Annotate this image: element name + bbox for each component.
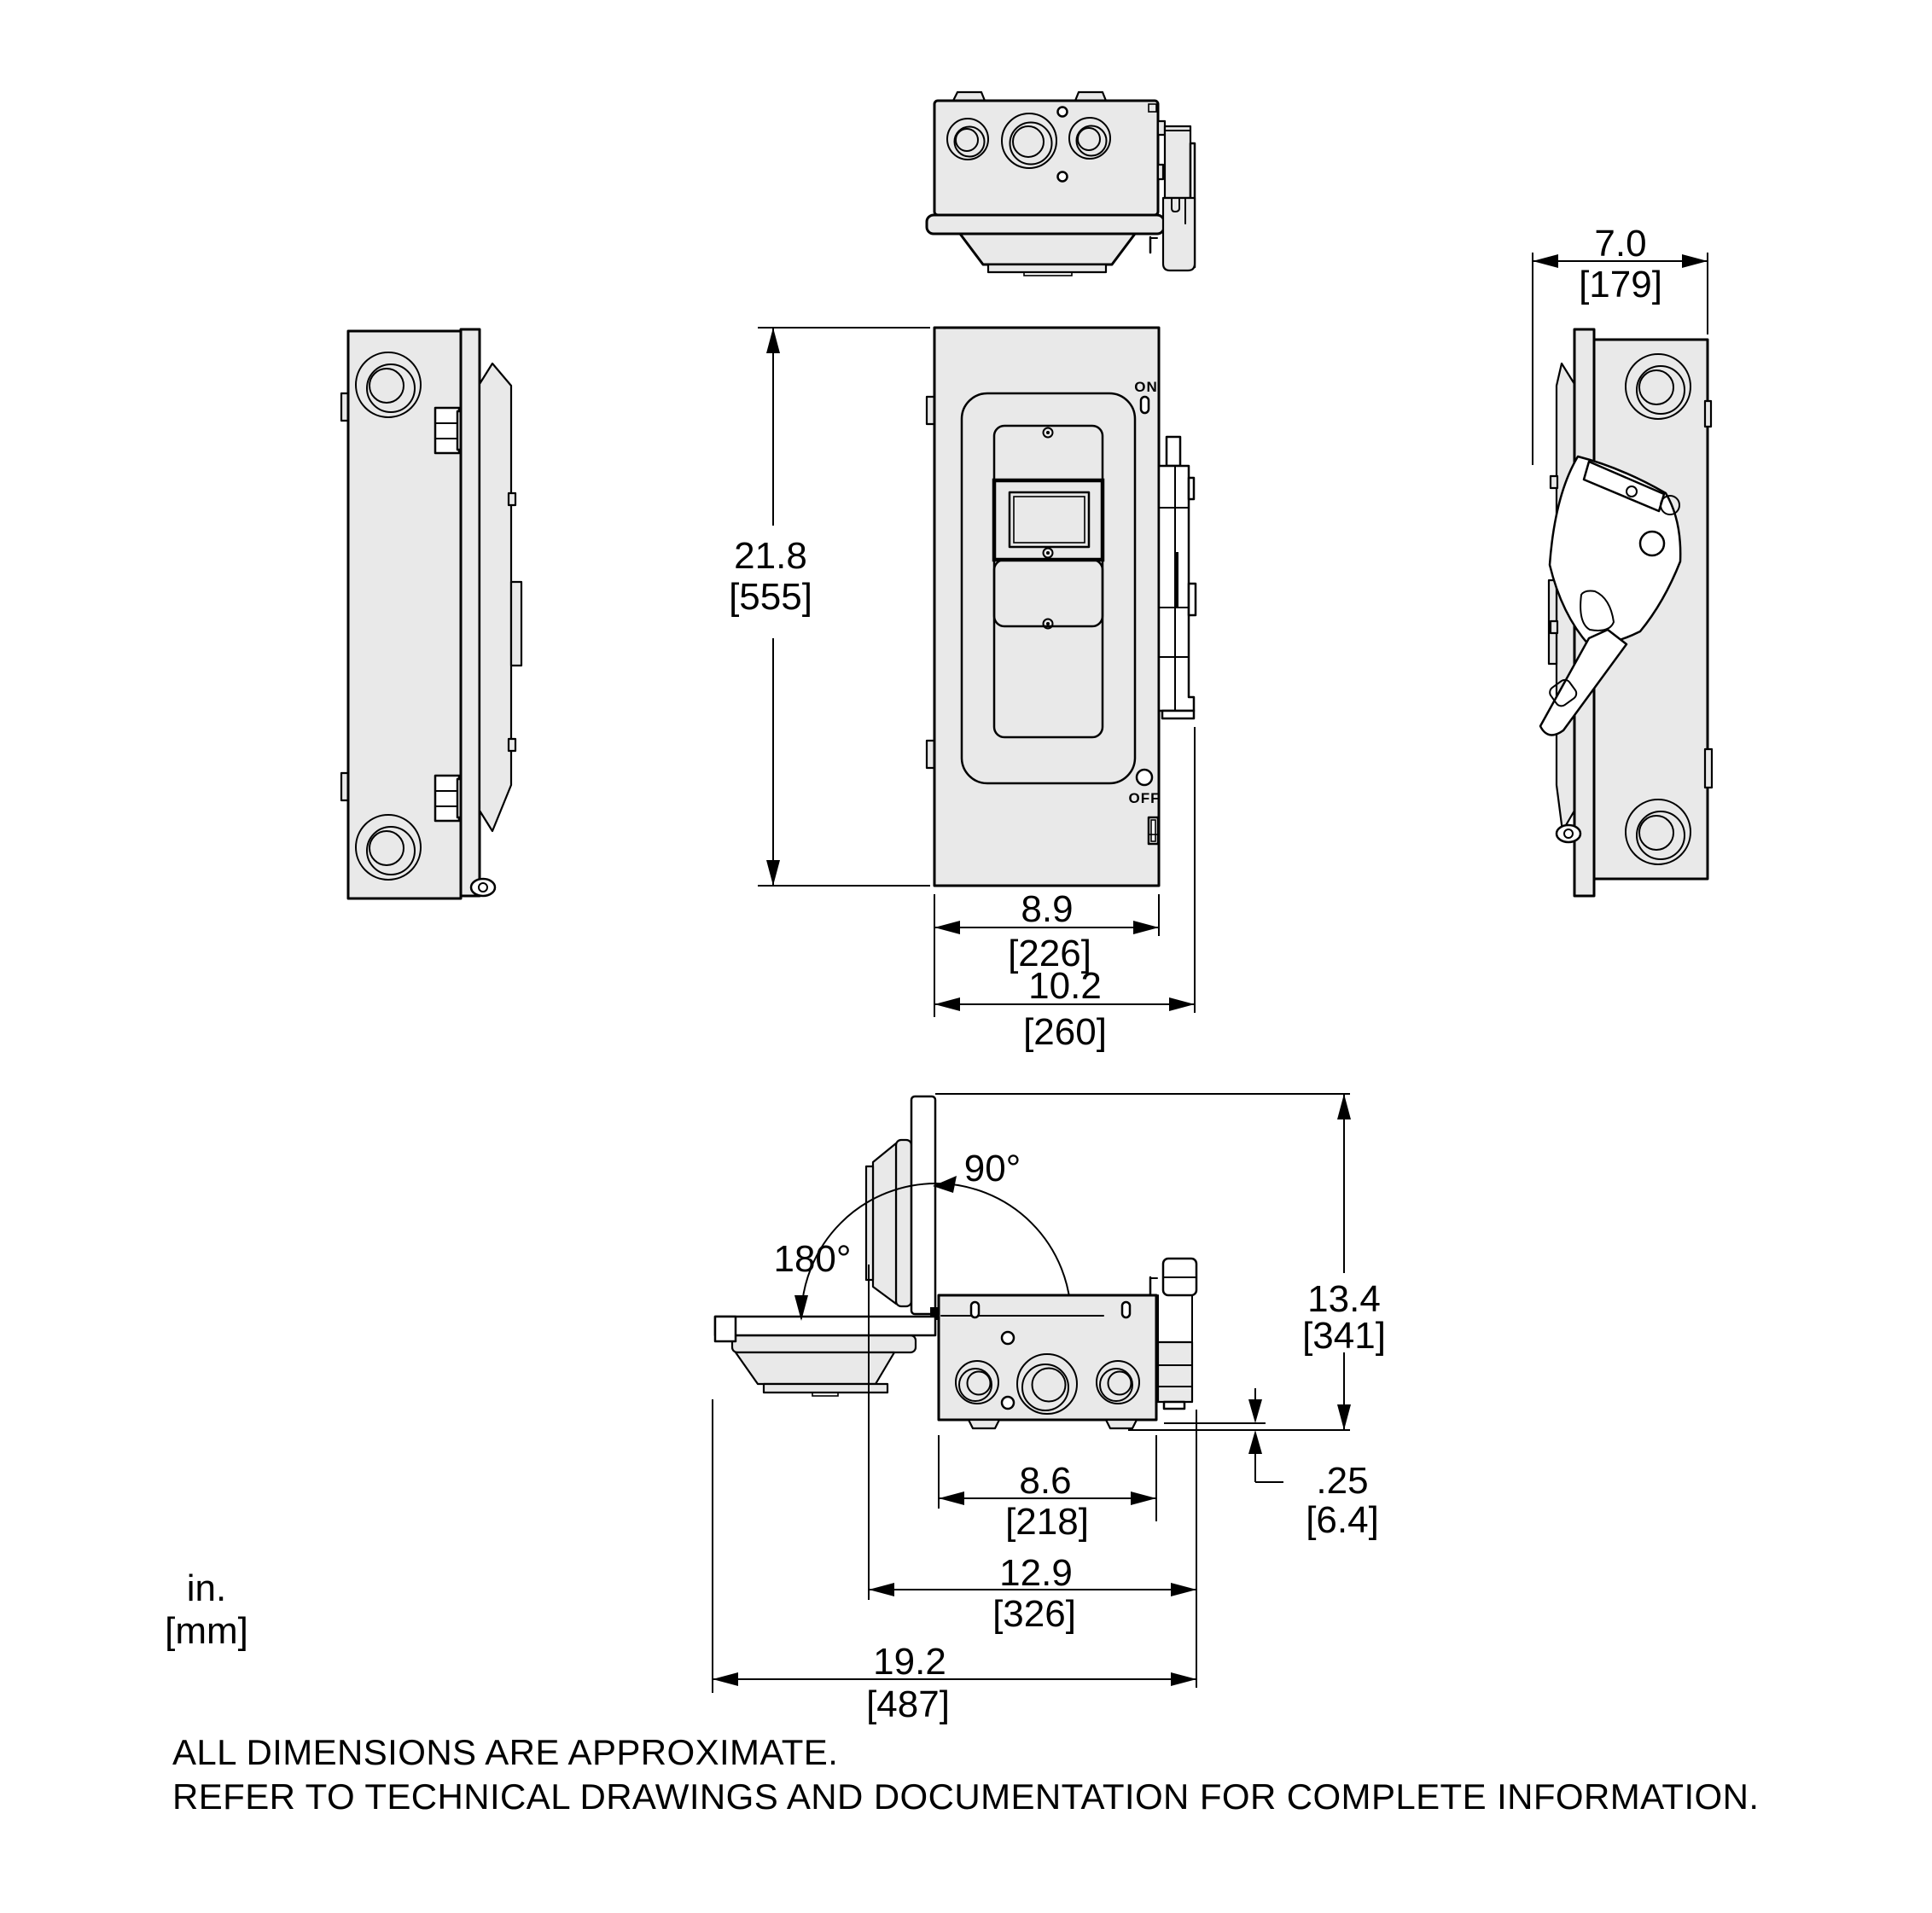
dim-standoff-in: .25 — [1316, 1460, 1368, 1502]
door180-flange — [730, 1334, 917, 1354]
dim-base-width-mm: [218] — [1005, 1501, 1089, 1543]
front-view-handle-bracket — [1157, 435, 1197, 720]
units-secondary: [mm] — [165, 1610, 248, 1652]
units-legend: in. [mm] — [165, 1567, 248, 1652]
left-view-screw-bump — [507, 491, 517, 507]
dim-base-width: 8.6 [218] — [938, 1435, 1157, 1543]
front-view-window — [1013, 496, 1085, 544]
handle-shaft-bar — [1174, 552, 1178, 608]
dim-height: 21.8 [555] — [729, 327, 930, 887]
dim-door-open-width: 12.9 [326] — [868, 1265, 1197, 1688]
on-label: ON — [1134, 379, 1158, 395]
dim-door-open-height-in: 13.4 — [1307, 1278, 1381, 1320]
dim-door-open-total-in: 19.2 — [873, 1641, 946, 1683]
front-view: ON OFF — [925, 326, 1197, 887]
dim-depth-total-in: 7.0 — [1594, 223, 1646, 265]
dim-standoff: .25 [6.4] — [1248, 1388, 1379, 1541]
top-view-corner-notch — [1148, 103, 1157, 113]
top-view-flange — [925, 213, 1166, 235]
left-view-door-emboss — [478, 362, 513, 833]
right-view-tab — [1703, 747, 1714, 789]
left-view-door-edge — [459, 328, 481, 898]
mount-foot — [967, 1418, 1001, 1430]
door-open-180 — [713, 1315, 937, 1397]
door180-end-lip — [713, 1315, 737, 1343]
dim-standoff-mm: [6.4] — [1306, 1499, 1379, 1541]
arc-arrow-90 — [933, 1176, 957, 1193]
notes: ALL DIMENSIONS ARE APPROXIMATE. REFER TO… — [172, 1732, 1759, 1817]
dim-depth-total-mm: [179] — [1579, 264, 1662, 305]
mount-foot — [1104, 1418, 1138, 1430]
dim-door-open-height: 13.4 [341] — [935, 1093, 1386, 1430]
dim-width-box-mm: [226] — [1008, 933, 1091, 974]
dim-door-open-total-mm: [487] — [866, 1683, 950, 1725]
note-line-2: REFER TO TECHNICAL DRAWINGS AND DOCUMENT… — [172, 1776, 1759, 1817]
door-open-90 — [864, 1095, 939, 1320]
angle-180-label: 180° — [773, 1238, 851, 1280]
on-indicator-slot — [1139, 395, 1150, 415]
left-side-view — [340, 328, 523, 900]
door90-funnel — [871, 1142, 898, 1305]
right-view-screw-bump — [1549, 474, 1559, 490]
dim-door-open-width-mm: [326] — [992, 1593, 1076, 1635]
angle-90-label: 90° — [964, 1148, 1021, 1189]
front-view-door-outline — [960, 392, 1137, 785]
door90-panel — [910, 1095, 937, 1316]
dim-width-total-in: 10.2 — [1028, 965, 1102, 1007]
bottom-view-body — [937, 1294, 1158, 1430]
door90-flange — [894, 1138, 913, 1308]
door90-foot — [864, 1165, 875, 1282]
top-view-foot — [986, 263, 1108, 274]
top-view-foot-notch — [1023, 271, 1073, 276]
note-line-1: ALL DIMENSIONS ARE APPROXIMATE. — [172, 1732, 838, 1772]
dim-door-open-width-in: 12.9 — [999, 1552, 1073, 1594]
arc-arrow-180 — [794, 1295, 808, 1321]
dim-width-total-mm: [260] — [1023, 1011, 1107, 1053]
right-view-lug — [1555, 823, 1582, 844]
door-hinge — [930, 1307, 939, 1320]
right-side-view: 7.0 [179] — [1532, 223, 1714, 898]
left-view-window-bulge — [509, 580, 523, 667]
dim-height-mm: [555] — [729, 576, 812, 618]
mount-hole — [1056, 106, 1068, 118]
top-view-funnel — [958, 232, 1137, 266]
off-label: OFF — [1129, 790, 1161, 806]
bottom-view-knockouts — [955, 1353, 1140, 1415]
left-view-lug-hole — [478, 882, 488, 893]
bottom-view-handle-bracket — [1149, 1257, 1198, 1410]
front-view-latch — [1147, 816, 1160, 846]
top-view-knockouts — [946, 113, 1111, 169]
left-view-knockouts — [355, 352, 422, 881]
door-swing-arc — [800, 1183, 1072, 1319]
off-indicator-hole — [1135, 768, 1154, 787]
mount-hole — [1056, 171, 1068, 183]
dim-door-open-height-mm: [341] — [1302, 1315, 1386, 1357]
door180-foot-notch — [812, 1392, 839, 1397]
bottom-open-view: 90° 180° — [713, 1095, 1350, 1431]
top-view-handle-mechanism — [1149, 119, 1196, 272]
dim-depth-total: 7.0 [179] — [1532, 223, 1708, 465]
units-primary: in. — [187, 1567, 226, 1609]
dim-width-total: 10.2 [260] — [934, 727, 1196, 1053]
front-view-screws — [1042, 427, 1054, 630]
left-view-lug — [469, 877, 497, 898]
dim-door-open-total: 19.2 [487] — [712, 1399, 1196, 1725]
dim-width-box-in: 8.9 — [1021, 888, 1073, 930]
right-view-handle — [1539, 455, 1682, 736]
front-view-window-outer — [1008, 491, 1091, 549]
left-view-screw-bump — [507, 737, 517, 753]
right-view-lug-hole — [1563, 829, 1574, 839]
dim-width-box: 8.9 [226] — [934, 888, 1160, 1017]
front-view-body — [933, 326, 1161, 887]
right-view-tab — [1703, 399, 1713, 428]
dim-height-in: 21.8 — [734, 535, 807, 577]
door180-panel — [713, 1315, 937, 1337]
right-view-screw-bump — [1549, 619, 1559, 635]
top-view — [925, 90, 1196, 276]
dim-base-width-in: 8.6 — [1019, 1460, 1071, 1502]
front-view-window-band — [992, 478, 1105, 562]
door180-funnel — [734, 1351, 896, 1386]
right-view-knockouts — [1625, 353, 1691, 865]
